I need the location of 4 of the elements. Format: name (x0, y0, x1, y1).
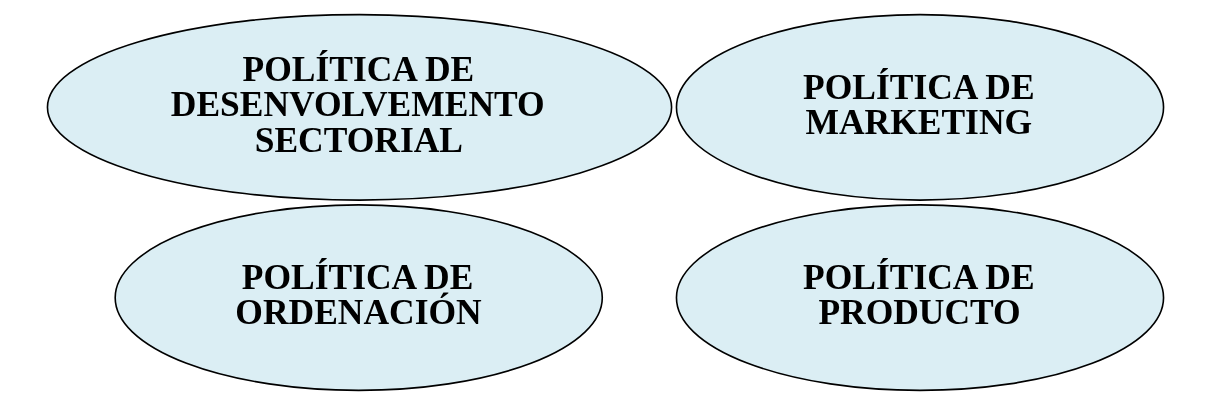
node-ellipse: POLÍTICA DE MARKETING (675, 13, 1165, 201)
node-ellipse: POLÍTICA DE ORDENACIÓN (114, 204, 604, 392)
node-ellipse: POLÍTICA DE DESENVOLVEMENTO SECTORIAL (46, 13, 673, 201)
node-ellipse: POLÍTICA DE PRODUCTO (675, 204, 1165, 392)
